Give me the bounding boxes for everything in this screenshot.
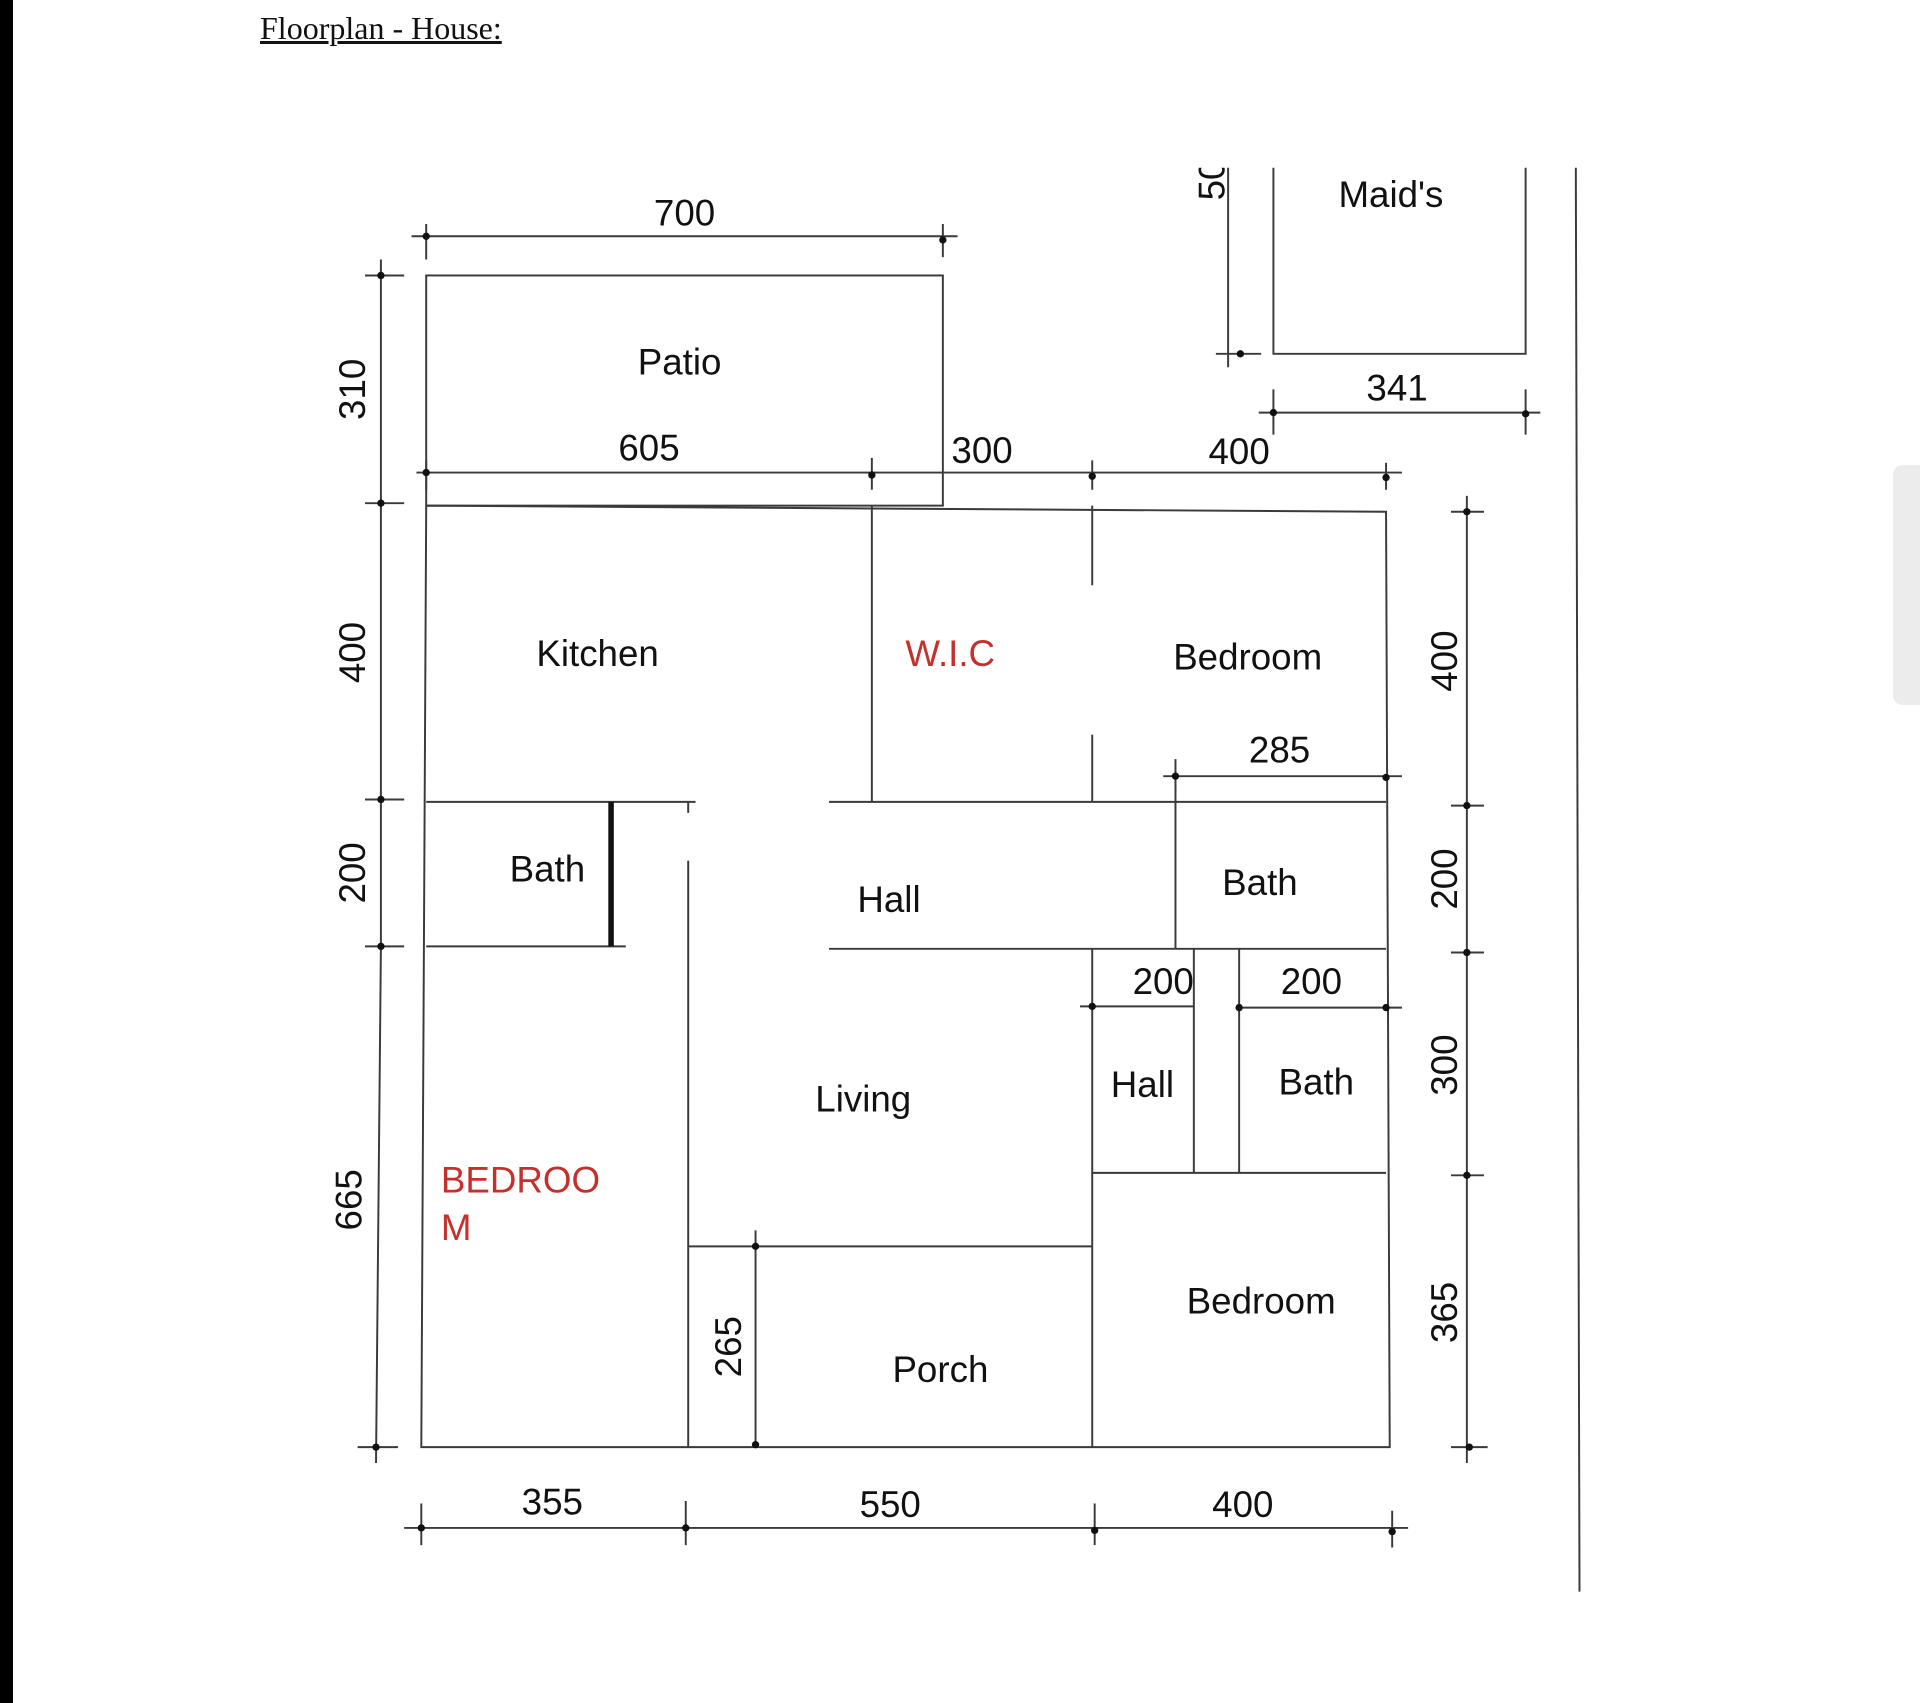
dimension-label: 200 [1281,961,1342,1002]
dimension-label: 355 [522,1481,583,1522]
room-label-bath: Bath [1278,1062,1354,1103]
room-label-living: Living [815,1079,911,1120]
room-label-kitchen: Kitchen [536,633,658,674]
maids-outline [1272,167,1527,355]
room-label-hall: Hall [857,879,920,920]
dimension-label: 200 [332,842,373,903]
dimension-label: 341 [1366,367,1427,408]
dimension-label: 605 [618,427,679,468]
room-label-wic: W.I.C [905,633,995,674]
dimension-label: 50 [1191,160,1232,201]
dimension-dots [372,232,1530,1536]
walls [420,167,1581,1592]
house-outline [420,504,1391,1449]
dimension-label: 200 [1424,848,1465,909]
dimension-label: 400 [1424,630,1465,691]
dimension-label: 400 [1209,431,1270,472]
dimension-label: 285 [1249,730,1310,771]
dimension-label: 700 [654,192,715,233]
room-label-maids: Maid's [1338,174,1443,215]
dimension-label: 265 [708,1316,749,1377]
room-label-bedroom: Bedroom [1173,637,1322,678]
clipped-dimension: 50 [1191,160,1232,201]
dimension-label: 665 [328,1169,369,1230]
dimension-label: 365 [1424,1282,1465,1343]
boundary-line [1574,167,1581,1592]
window-edge [0,0,13,1703]
dimension-label: 550 [860,1484,921,1525]
interior-wall [687,773,1387,1448]
room-label-hall: Hall [1111,1064,1174,1105]
dimension-label: 300 [1424,1035,1465,1096]
dimension-label: 200 [1133,961,1194,1002]
room-label-master-bedroom-cont: M [441,1207,472,1248]
room-label-bedroom: Bedroom [1187,1281,1336,1322]
dimension-label: 400 [1212,1484,1273,1525]
interior-wall [426,800,1387,950]
room-label-bath: Bath [1222,862,1298,903]
patio-outline [425,274,944,507]
interior-wall [870,505,1094,802]
room-label-patio: Patio [638,342,722,383]
dimension-label: 300 [951,430,1012,471]
scrollbar[interactable] [1893,465,1920,705]
room-label-porch: Porch [892,1349,988,1390]
room-label-master-bedroom: BEDROO [441,1159,600,1200]
dimension-label: 310 [332,359,373,420]
room-label-bath: Bath [510,848,586,889]
page-title: Floorplan - House: [260,10,502,46]
dimension-label: 400 [332,622,373,683]
